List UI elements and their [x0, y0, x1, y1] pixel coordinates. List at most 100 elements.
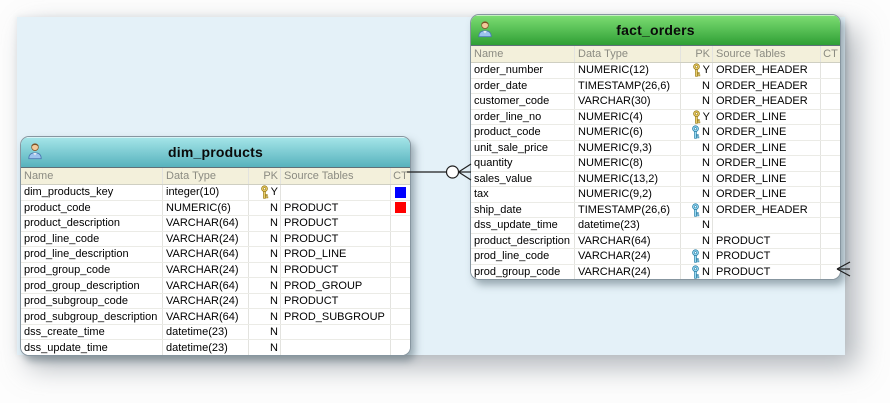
field-pk: N	[681, 202, 713, 217]
pk-flag: Y	[270, 186, 278, 199]
field-source-tables: PRODUCT	[281, 200, 391, 216]
pk-flag: N	[270, 310, 278, 323]
field-name: dss_update_time	[471, 218, 575, 233]
field-pk: Y	[249, 185, 281, 200]
field-pk: Y	[681, 109, 713, 124]
pk-flag: N	[702, 157, 710, 170]
user-icon	[476, 20, 494, 38]
field-source-tables: PRODUCT	[281, 231, 391, 247]
field-source-tables: PROD_GROUP	[281, 278, 391, 293]
field-pk: N	[681, 125, 713, 140]
field-name: ship_date	[471, 202, 575, 217]
column-header-pk: PK	[681, 46, 713, 62]
field-datatype: VARCHAR(24)	[163, 262, 249, 278]
field-source-tables: ORDER_LINE	[713, 171, 821, 186]
field-pk: N	[249, 231, 281, 247]
field-datatype: VARCHAR(24)	[575, 264, 681, 279]
field-ct	[391, 185, 410, 200]
field-pk: N	[249, 340, 281, 355]
column-header-src: Source Tables	[281, 168, 391, 184]
field-pk: N	[249, 262, 281, 278]
field-ct	[391, 294, 410, 309]
field-pk: N	[249, 309, 281, 324]
field-datatype: VARCHAR(64)	[163, 278, 249, 293]
field-source-tables: PRODUCT	[713, 233, 821, 248]
field-name: unit_sale_price	[471, 140, 575, 155]
field-pk: N	[681, 171, 713, 186]
field-name: dim_products_key	[21, 185, 163, 200]
pk-flag: N	[702, 141, 710, 154]
field-ct	[821, 110, 840, 125]
pk-flag: N	[270, 279, 278, 292]
field-pk: N	[681, 94, 713, 109]
pk-flag: N	[270, 217, 278, 230]
table-header-dim-products[interactable]: dim_products	[21, 137, 410, 168]
field-pk: N	[681, 218, 713, 233]
primary-key-icon	[260, 185, 268, 199]
field-datatype: NUMERIC(13,2)	[575, 171, 681, 186]
pk-flag: N	[702, 188, 710, 201]
pk-flag: N	[702, 219, 710, 232]
field-datatype: VARCHAR(64)	[575, 233, 681, 248]
field-source-tables	[281, 185, 391, 200]
field-name: sales_value	[471, 171, 575, 186]
field-source-tables: PROD_LINE	[281, 247, 391, 262]
ct-color-marker	[395, 186, 406, 198]
table-title: fact_orders	[616, 22, 695, 38]
foreign-key-icon	[692, 265, 700, 279]
field-ct	[391, 263, 410, 278]
field-source-tables: ORDER_HEADER	[713, 78, 821, 93]
field-datatype: datetime(23)	[163, 324, 249, 340]
field-ct	[821, 125, 840, 140]
field-ct	[391, 325, 410, 340]
field-source-tables	[713, 218, 821, 233]
field-name: prod_group_description	[21, 278, 163, 293]
field-source-tables: PRODUCT	[713, 249, 821, 264]
field-name: prod_line_code	[21, 231, 163, 247]
field-ct	[821, 265, 840, 280]
foreign-key-icon	[692, 125, 700, 139]
pk-flag: N	[702, 234, 710, 247]
field-ct	[821, 187, 840, 202]
field-source-tables: ORDER_LINE	[713, 125, 821, 140]
field-name: order_date	[471, 78, 575, 93]
field-source-tables: ORDER_HEADER	[713, 202, 821, 217]
field-ct	[821, 63, 840, 78]
field-ct	[391, 201, 410, 216]
pk-flag: N	[702, 265, 710, 278]
column-header-name: Name	[21, 168, 163, 184]
field-source-tables: ORDER_LINE	[713, 156, 821, 171]
table-header-fact-orders[interactable]: fact_orders	[471, 15, 840, 46]
field-name: dss_create_time	[21, 324, 163, 340]
field-ct	[391, 216, 410, 231]
